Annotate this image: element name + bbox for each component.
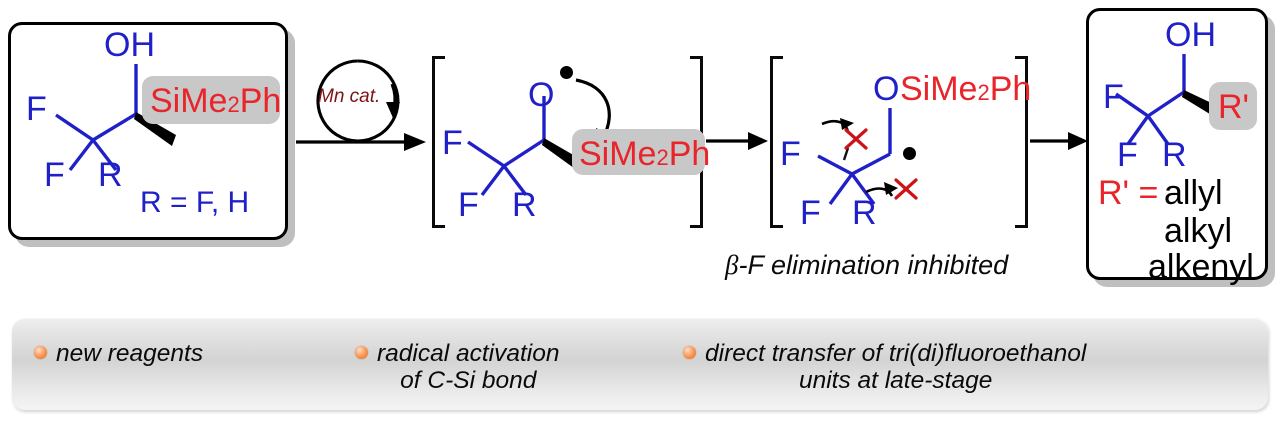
- product-legend-item-2: alkenyl: [1148, 248, 1254, 286]
- catalyst-label: Mn cat.: [318, 86, 381, 107]
- label-r-int2: R: [852, 194, 877, 232]
- beta-f-elimination-caption: β-F elimination inhibited: [725, 250, 1008, 281]
- label-f-bottom-product: F: [1117, 136, 1138, 174]
- reaction-arrow-3: [1030, 132, 1088, 150]
- label-f-bottom-int2: F: [800, 194, 821, 232]
- feature-bar: new reagents radical activation of C-Si …: [12, 318, 1268, 410]
- label-sime2ph-int1: SiMe2Ph: [579, 137, 710, 171]
- sime2ph-stem: SiMe: [579, 135, 657, 173]
- feature-item-direct-transfer: direct transfer of tri(di)fluoroethanol …: [683, 340, 1086, 395]
- label-o-int1: O: [528, 76, 555, 114]
- product-legend-item-1: alkyl: [1164, 212, 1233, 250]
- starting-material-box: [8, 22, 288, 240]
- label-f-top-int1: F: [442, 124, 463, 162]
- product-rprime-highlight: [1209, 82, 1257, 130]
- sime2ph-subscript: 2: [977, 80, 990, 105]
- feature-text: radical activation of C-Si bond: [377, 340, 560, 395]
- product-legend-item-0: allyl: [1164, 174, 1223, 212]
- label-f-left-int2: F: [780, 135, 801, 173]
- feature-item-new-reagents: new reagents: [34, 340, 203, 367]
- catalyst-cycle-icon: [316, 59, 400, 143]
- label-sime2ph-start: SiMe2Ph: [150, 84, 281, 118]
- sime2ph-stem: SiMe: [150, 82, 228, 120]
- starting-group-highlight: [142, 76, 280, 124]
- bullet-icon: [355, 346, 368, 359]
- carbon-radical-dot: [903, 147, 916, 160]
- intermediate-one-group-highlight: [572, 129, 705, 175]
- sime2ph-tail: Ph: [668, 135, 711, 173]
- bracket-2-left: [770, 56, 783, 228]
- sime2ph-subscript: 2: [656, 145, 669, 170]
- label-oh-start: OH: [104, 26, 155, 64]
- bracket-2-right: [1015, 56, 1028, 228]
- beta-symbol: β: [725, 250, 739, 280]
- starting-material-note: R = F, H: [140, 186, 250, 219]
- label-r-product: R: [1162, 136, 1187, 174]
- sime2ph-stem: SiMe: [900, 70, 978, 108]
- beta-caption-text: -F elimination inhibited: [738, 250, 1009, 280]
- label-f-bottom-start: F: [44, 156, 65, 194]
- label-f-bottom-int1: F: [458, 186, 479, 224]
- reaction-arrow-1: [296, 133, 426, 151]
- sime2ph-subscript: 2: [227, 92, 240, 117]
- reaction-arrow-2: [706, 132, 768, 150]
- label-f-top-start: F: [26, 90, 47, 128]
- intermediate-two-bonds: [817, 108, 918, 206]
- feature-text: direct transfer of tri(di)fluoroethanol …: [705, 340, 1087, 395]
- product-box: [1086, 8, 1268, 280]
- label-oh-product: OH: [1165, 16, 1216, 54]
- bullet-icon: [683, 346, 696, 359]
- label-r-int1: R: [512, 186, 537, 224]
- product-legend-head: R' =: [1098, 174, 1159, 212]
- label-f-top-product: F: [1103, 78, 1124, 116]
- bullet-icon: [34, 346, 47, 359]
- label-r-start: R: [98, 156, 123, 194]
- feature-item-radical-activation: radical activation of C-Si bond: [355, 340, 559, 395]
- label-o-int2: O: [873, 70, 900, 108]
- feature-text: new reagents: [56, 340, 204, 367]
- label-rprime-product: R': [1218, 88, 1250, 126]
- bracket-1-left: [432, 56, 445, 228]
- label-sime2ph-int2: SiMe2Ph: [900, 72, 1031, 106]
- oxygen-radical-dot: [560, 66, 573, 79]
- sime2ph-tail: Ph: [989, 70, 1032, 108]
- sime2ph-tail: Ph: [239, 82, 282, 120]
